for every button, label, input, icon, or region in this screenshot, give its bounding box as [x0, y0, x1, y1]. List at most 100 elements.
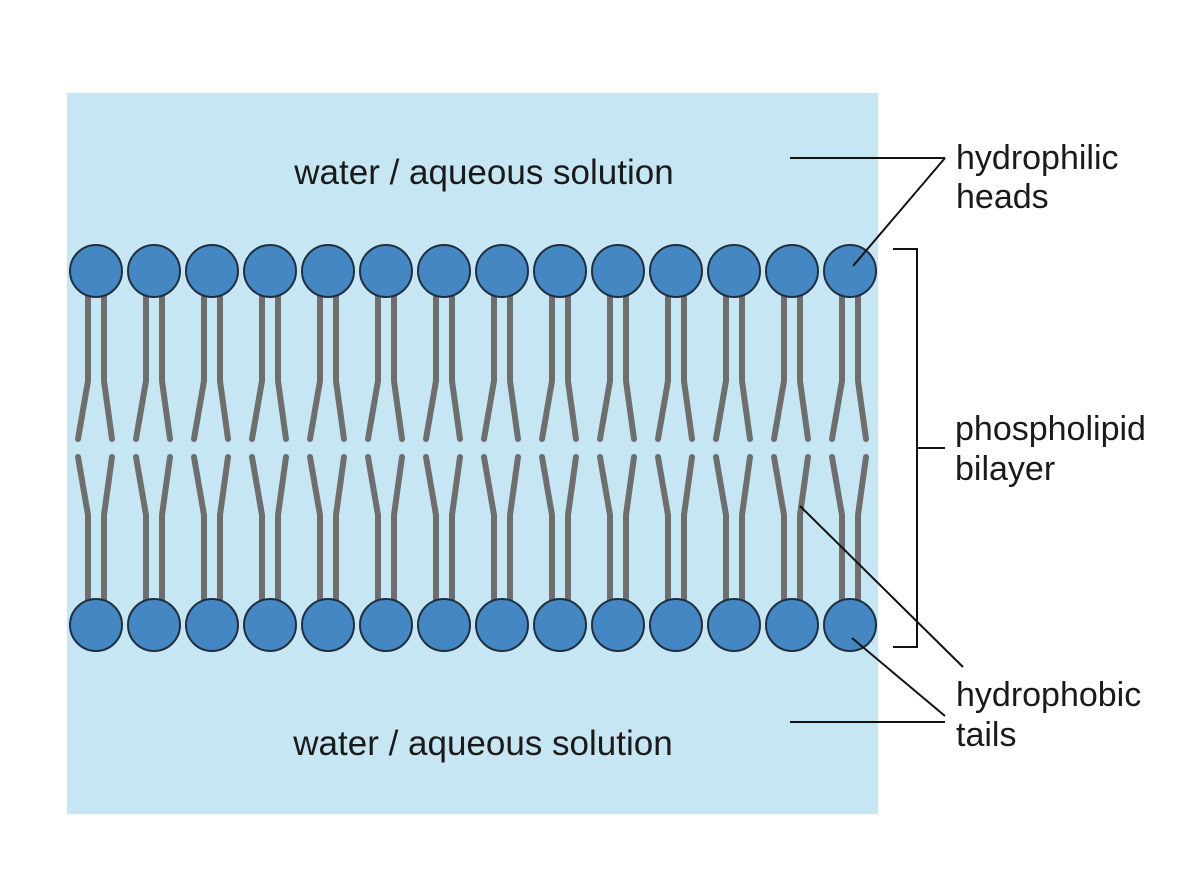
bottom-tail-left-11: [655, 454, 671, 606]
top-tail-right-8: [507, 290, 521, 442]
bottom-tail-left-8: [481, 454, 497, 606]
top-tail-right-10: [623, 290, 637, 442]
bottom-head-6: [359, 598, 413, 652]
top-head-11: [649, 244, 703, 298]
bottom-tail-right-2: [159, 454, 173, 606]
top-water-label: water / aqueous solution: [293, 153, 673, 192]
bottom-head-10: [591, 598, 645, 652]
bottom-tail-left-9: [539, 454, 555, 606]
top-tail-left-6: [365, 290, 381, 442]
phospholipid-bilayer-label: phospholipid bilayer: [955, 410, 1155, 488]
top-head-14: [823, 244, 877, 298]
heads-layer: [69, 244, 877, 652]
bottom-head-9: [533, 598, 587, 652]
bottom-tail-right-5: [333, 454, 347, 606]
bottom-tail-right-4: [275, 454, 289, 606]
hydrophobic-tails-label: hydrophobic tails: [956, 676, 1151, 754]
bottom-water-label: water / aqueous solution: [292, 724, 672, 763]
hydrophobic-label-line-1: hydrophobic: [956, 676, 1141, 714]
top-tail-right-11: [681, 290, 695, 442]
top-tail-right-9: [565, 290, 579, 442]
top-tail-right-6: [391, 290, 405, 442]
top-tail-left-8: [481, 290, 497, 442]
bottom-head-11: [649, 598, 703, 652]
bottom-tail-left-7: [423, 454, 439, 606]
bottom-tail-left-2: [133, 454, 149, 606]
top-tail-right-4: [275, 290, 289, 442]
hydrophilic-label-line-2: heads: [956, 178, 1049, 216]
hydrophobic-tails-annotation: hydrophobic tails: [790, 505, 1151, 754]
bottom-tail-left-14: [829, 454, 845, 606]
bottom-tail-right-11: [681, 454, 695, 606]
top-head-12: [707, 244, 761, 298]
top-head-8: [475, 244, 529, 298]
top-tail-left-5: [307, 290, 323, 442]
tails-layer: [75, 290, 869, 606]
top-tail-left-9: [539, 290, 555, 442]
bottom-tail-right-13: [797, 454, 811, 606]
top-tail-right-13: [797, 290, 811, 442]
bottom-head-2: [127, 598, 181, 652]
bottom-tail-left-5: [307, 454, 323, 606]
top-tail-left-11: [655, 290, 671, 442]
bottom-head-5: [301, 598, 355, 652]
bottom-tail-left-10: [597, 454, 613, 606]
top-tail-left-7: [423, 290, 439, 442]
top-head-1: [69, 244, 123, 298]
top-tail-right-12: [739, 290, 753, 442]
bottom-tail-right-9: [565, 454, 579, 606]
top-tail-right-5: [333, 290, 347, 442]
top-head-6: [359, 244, 413, 298]
bottom-tail-right-12: [739, 454, 753, 606]
bilayer-bracket: [893, 248, 918, 648]
top-tail-left-3: [191, 290, 207, 442]
top-head-3: [185, 244, 239, 298]
top-head-13: [765, 244, 819, 298]
hydrophobic-heads-pointer: [851, 637, 946, 717]
top-tail-left-14: [829, 290, 845, 442]
top-head-2: [127, 244, 181, 298]
top-tail-left-13: [771, 290, 787, 442]
bottom-tail-right-1: [101, 454, 115, 606]
hydrophilic-heads-pointer: [852, 157, 946, 267]
bottom-head-4: [243, 598, 297, 652]
hydrophobic-tails-pointer: [799, 505, 964, 668]
bilayer-label-line-1: phospholipid: [955, 410, 1146, 448]
top-tail-right-7: [449, 290, 463, 442]
phospholipid-bilayer-annotation: phospholipid bilayer: [893, 248, 1155, 648]
top-tail-right-14: [855, 290, 869, 442]
top-head-5: [301, 244, 355, 298]
bottom-tail-left-6: [365, 454, 381, 606]
hydrophilic-heads-label: hydrophilic heads: [956, 139, 1128, 216]
hydrophilic-heads-annotation: hydrophilic heads: [790, 139, 1128, 267]
bottom-head-8: [475, 598, 529, 652]
top-tail-left-2: [133, 290, 149, 442]
bottom-head-1: [69, 598, 123, 652]
bottom-tail-right-6: [391, 454, 405, 606]
bottom-tail-left-1: [75, 454, 91, 606]
top-head-4: [243, 244, 297, 298]
top-tail-right-1: [101, 290, 115, 442]
bottom-tail-left-13: [771, 454, 787, 606]
bottom-tail-left-3: [191, 454, 207, 606]
bottom-tail-right-3: [217, 454, 231, 606]
bilayer-label-line-2: bilayer: [955, 450, 1055, 488]
top-tail-right-3: [217, 290, 231, 442]
bottom-tail-left-4: [249, 454, 265, 606]
bottom-tail-right-7: [449, 454, 463, 606]
water-region: [67, 93, 878, 814]
bottom-head-12: [707, 598, 761, 652]
top-tail-left-10: [597, 290, 613, 442]
bottom-head-7: [417, 598, 471, 652]
bottom-tail-right-10: [623, 454, 637, 606]
hydrophilic-label-line-1: hydrophilic: [956, 139, 1119, 177]
top-tail-right-2: [159, 290, 173, 442]
bottom-tail-right-14: [855, 454, 869, 606]
bottom-tail-right-8: [507, 454, 521, 606]
top-tail-left-4: [249, 290, 265, 442]
bottom-tail-left-12: [713, 454, 729, 606]
hydrophobic-label-line-2: tails: [956, 716, 1016, 754]
top-head-7: [417, 244, 471, 298]
top-tail-left-12: [713, 290, 729, 442]
